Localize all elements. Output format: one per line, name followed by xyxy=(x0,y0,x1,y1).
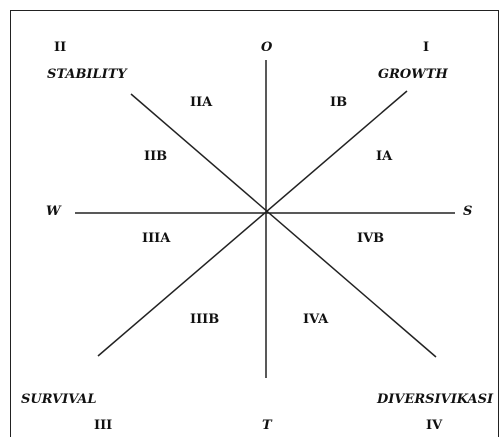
axis-label-threats: T xyxy=(262,418,272,433)
sector-label-ivb: IVB xyxy=(357,231,385,246)
sector-label-iva: IVA xyxy=(303,312,329,327)
quadrant-numeral-i: I xyxy=(423,40,430,55)
strategy-label-stability: STABILITY xyxy=(47,67,127,82)
axis-label-weaknesses: W xyxy=(46,204,61,219)
quadrant-numeral-iv: IV xyxy=(426,418,443,433)
axis-label-opportunities: O xyxy=(261,40,273,55)
quadrant-numeral-ii: II xyxy=(54,40,67,55)
quadrant-numeral-iii: III xyxy=(94,418,113,433)
strategy-label-growth: GROWTH xyxy=(378,67,448,82)
axis-label-strengths: S xyxy=(463,204,473,219)
sector-label-iiia: IIIA xyxy=(142,231,171,246)
sector-label-iiib: IIIB xyxy=(190,312,220,327)
diagonal-line-stability-diversification xyxy=(130,93,437,358)
sector-label-ib: IB xyxy=(330,95,348,110)
strategy-label-survival: SURVIVAL xyxy=(21,392,97,407)
strategy-label-diversification: DIVERSIVIKASI xyxy=(377,392,494,407)
sector-label-iia: IIA xyxy=(190,95,213,110)
sector-label-iib: IIB xyxy=(144,149,168,164)
diagonal-line-growth-survival xyxy=(97,90,408,357)
diagram-frame xyxy=(10,10,499,437)
sector-label-ia: IA xyxy=(376,149,393,164)
